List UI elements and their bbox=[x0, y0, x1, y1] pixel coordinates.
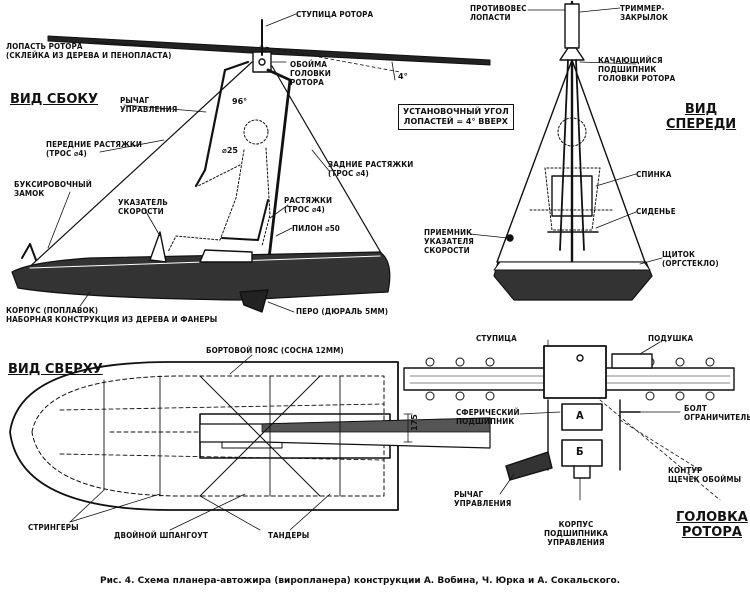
mark-a: А bbox=[576, 409, 584, 422]
front-view-drawing bbox=[469, 0, 663, 301]
mark-b: Б bbox=[576, 445, 584, 458]
rotor-head-title: ГОЛОВКА РОТОРА bbox=[676, 510, 748, 540]
figure-caption: Рис. 4. Схема планера-автожира (вироплан… bbox=[100, 576, 621, 586]
label-rotor-blade: ЛОПАСТЬ РОТОРА (СКЛЕЙКА ИЗ ДЕРЕВА И ПЕНО… bbox=[6, 42, 172, 60]
label-receiver: ПРИЕМНИК УКАЗАТЕЛЯ СКОРОСТИ bbox=[424, 228, 474, 255]
top-view-title: ВИД СВЕРХУ bbox=[8, 362, 103, 377]
install-angle-note: УСТАНОВОЧНЫЙ УГОЛ ЛОПАСТЕЙ = 4° ВВЕРХ bbox=[398, 104, 514, 130]
label-dim-175: 175 bbox=[409, 414, 419, 431]
label-fin: ПЕРО (ДЮРАЛЬ 5мм) bbox=[296, 307, 389, 316]
side-view-title: ВИД СБОКУ bbox=[10, 92, 99, 107]
label-head-pad: ПОДУШКА bbox=[648, 334, 694, 343]
label-angle-96: 96° bbox=[232, 97, 248, 106]
label-speed-indicator: УКАЗАТЕЛЬ СКОРОСТИ bbox=[118, 198, 168, 216]
label-tow-lock: БУКСИРОВОЧНЫЙ ЗАМОК bbox=[14, 180, 92, 198]
label-head-frame: ОБОЙМА ГОЛОВКИ РОТОРА bbox=[290, 60, 331, 87]
label-gunwale: БОРТОВОЙ ПОЯС (СОСНА 12мм) bbox=[206, 346, 344, 355]
label-trimmer: ТРИММЕР- ЗАКРЫЛОК bbox=[620, 4, 669, 22]
label-cheek-contour: КОНТУР ЩЕЧЕК ОБОЙМЫ bbox=[668, 466, 742, 484]
label-double-frame: ДВОЙНОЙ ШПАНГОУТ bbox=[114, 531, 208, 540]
label-stringers: СТРИНГЕРЫ bbox=[28, 523, 79, 532]
label-front-stays: ПЕРЕДНИЕ РАСТЯЖКИ (ТРОС ⌀4) bbox=[46, 140, 143, 158]
label-diam-25: ⌀25 bbox=[222, 146, 238, 155]
label-counterweight: ПРОТИВОВЕС ЛОПАСТИ bbox=[470, 4, 527, 22]
label-rear-stays: ЗАДНИЕ РАСТЯЖКИ (ТРОС ⌀4) bbox=[328, 160, 414, 178]
label-pylon: ПИЛОН ⌀50 bbox=[292, 224, 340, 233]
front-view-title: ВИД СПЕРЕДИ bbox=[666, 102, 737, 132]
label-seat: СИДЕНЬЕ bbox=[636, 207, 676, 216]
label-bearing-housing: КОРПУС ПОДШИПНИКА УПРАВЛЕНИЯ bbox=[544, 520, 608, 547]
label-hull: КОРПУС (ПОПЛАВОК) НАБОРНАЯ КОНСТРУКЦИЯ И… bbox=[6, 306, 218, 324]
label-rotor-hub: СТУПИЦА РОТОРА bbox=[296, 10, 374, 19]
label-angle-4: 4° bbox=[398, 72, 408, 81]
side-hull bbox=[11, 249, 391, 301]
label-head-control-lever: РЫЧАГ УПРАВЛЕНИЯ bbox=[454, 490, 512, 508]
side-rotor-head bbox=[252, 19, 272, 73]
top-view-drawing bbox=[9, 354, 491, 531]
label-tandems: ТАНДЕРЫ bbox=[268, 531, 310, 540]
label-head-hub: СТУПИЦА bbox=[476, 334, 517, 343]
side-control-lever bbox=[194, 60, 250, 188]
side-pilot bbox=[167, 119, 271, 253]
side-pylon bbox=[263, 68, 292, 287]
label-swing-bearing: КАЧАЮЩИЙСЯ ПОДШИПНИК ГОЛОВКИ РОТОРА bbox=[598, 56, 676, 83]
side-rotor-blade bbox=[47, 35, 491, 81]
side-fin bbox=[239, 289, 269, 313]
rotor-head-drawing bbox=[403, 339, 735, 501]
label-limit-bolt: БОЛТ ОГРАНИЧИТЕЛЬ bbox=[684, 404, 750, 422]
label-spherical-bearing: СФЕРИЧЕСКИЙ ПОДШИПНИК bbox=[456, 408, 520, 426]
label-stays: РАСТЯЖКИ (ТРОС ⌀4) bbox=[284, 196, 333, 214]
label-shield: ЩИТОК (ОРГСТЕКЛО) bbox=[662, 250, 719, 268]
side-view-drawing bbox=[11, 13, 491, 313]
label-control-lever: РЫЧАГ УПРАВЛЕНИЯ bbox=[120, 96, 178, 114]
label-backrest: СПИНКА bbox=[636, 170, 672, 179]
